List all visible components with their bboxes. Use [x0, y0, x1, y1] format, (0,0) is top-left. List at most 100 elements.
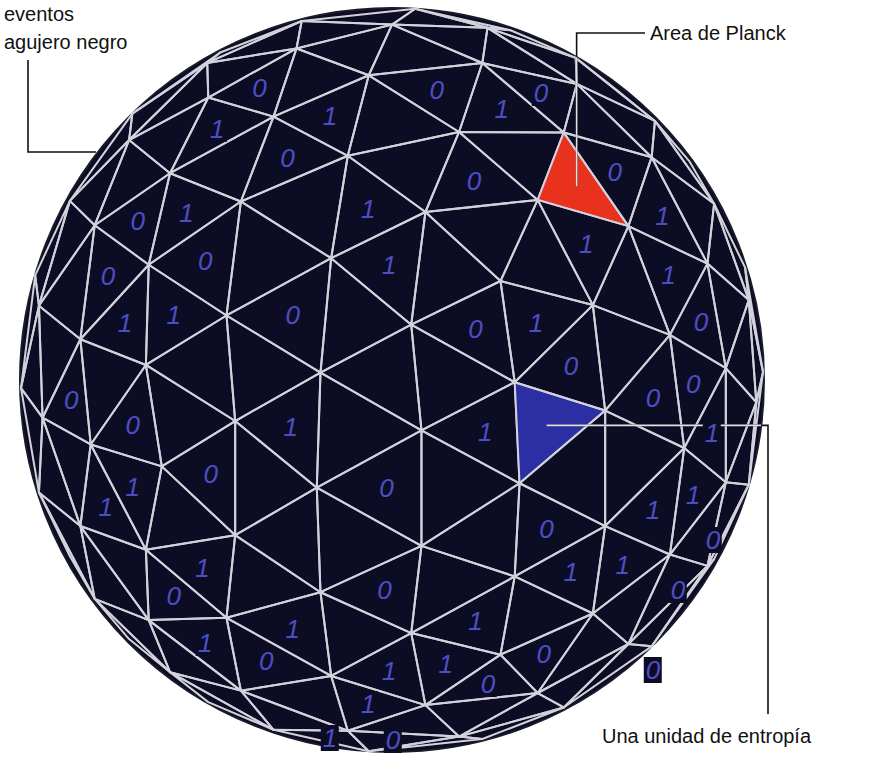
bit-digit: 0	[644, 657, 662, 683]
bit-digit: 0	[99, 263, 117, 289]
mesh-triangle	[43, 339, 91, 444]
mesh-triangle	[21, 275, 39, 388]
bit-digit: 0	[466, 316, 484, 342]
bit-digit: 1	[703, 420, 721, 446]
mesh-triangle	[538, 200, 629, 305]
bit-digit: 1	[359, 691, 377, 717]
mesh-triangle	[317, 488, 422, 593]
mesh-triangle	[39, 492, 95, 598]
bit-digit: 0	[278, 145, 296, 171]
bit-digit: 0	[562, 353, 580, 379]
bit-digit: 0	[532, 80, 550, 106]
mesh-triangle	[297, 21, 392, 48]
bit-digit: 1	[193, 555, 211, 581]
mesh-triangle	[320, 325, 421, 431]
leader-line	[577, 33, 645, 186]
mesh-triangle	[628, 555, 707, 644]
mesh-triangle	[149, 618, 241, 691]
bit-digit: 0	[377, 475, 395, 501]
mesh-triangle	[425, 200, 537, 281]
mesh-triangle	[714, 204, 749, 300]
mesh-triangle	[80, 339, 146, 444]
mesh-triangle	[501, 281, 593, 382]
mesh-triangle	[235, 488, 320, 593]
mesh-triangle	[421, 382, 519, 483]
sphere-body	[20, 8, 764, 752]
bit-digit: 1	[527, 310, 545, 336]
mesh-triangle	[745, 268, 763, 372]
mesh-triangle	[317, 373, 422, 488]
mesh-triangle	[605, 335, 684, 448]
mesh-triangle	[317, 430, 422, 545]
mesh-triangle	[655, 121, 714, 204]
bit-digit: 0	[164, 583, 182, 609]
mesh-triangle	[411, 281, 514, 382]
bit-digit: 0	[384, 727, 402, 753]
mesh-triangle	[149, 173, 241, 264]
mesh-triangle	[226, 592, 331, 676]
bit-digit: 1	[116, 310, 134, 336]
mesh-triangle	[226, 258, 331, 372]
mesh-triangle	[274, 75, 369, 155]
mesh-triangle	[515, 483, 605, 576]
mesh-triangle	[146, 315, 235, 421]
bit-digit: 1	[282, 414, 300, 440]
mesh-triangle	[43, 418, 91, 526]
leader-line	[28, 60, 96, 152]
leader-line	[546, 425, 768, 714]
mesh-triangle	[80, 444, 146, 549]
bit-digit: 0	[375, 577, 393, 603]
mesh-triangle	[226, 315, 320, 421]
leader-line	[28, 60, 96, 152]
mesh-triangle	[670, 335, 726, 448]
mesh-triangle	[415, 9, 510, 30]
mesh-grid	[21, 9, 763, 752]
mesh-triangle	[235, 421, 317, 535]
mesh-triangle	[707, 204, 748, 300]
bit-digit: 1	[436, 651, 454, 677]
mesh-triangle	[80, 225, 148, 339]
bit-digit: 0	[692, 309, 710, 335]
bit-digit: 1	[562, 559, 580, 585]
leader-lines	[28, 33, 768, 714]
leader-line	[546, 425, 768, 714]
bit-digit: 1	[177, 200, 195, 226]
bit-digit: 1	[164, 302, 182, 328]
mesh-triangle	[411, 325, 514, 431]
mesh-triangle	[146, 265, 227, 365]
mesh-triangle	[129, 63, 207, 140]
mesh-triangle	[707, 482, 748, 566]
bit-digit: 1	[359, 196, 377, 222]
bit-digit: 0	[196, 248, 214, 274]
mesh-triangle	[39, 492, 95, 598]
callout-label: Area de Planck	[650, 19, 786, 47]
bit-digit: 1	[208, 116, 226, 142]
mesh-triangle	[369, 25, 483, 76]
mesh-triangle	[302, 9, 416, 25]
mesh-triangle	[95, 599, 170, 672]
bit-digit: 1	[492, 96, 510, 122]
bit-digit: 0	[669, 577, 687, 603]
bit-digit: 0	[465, 168, 483, 194]
mesh-triangle	[208, 48, 296, 116]
bit-digit: 0	[644, 385, 662, 411]
mesh-triangle	[129, 98, 208, 174]
mesh-triangle	[411, 633, 500, 705]
mesh-triangle	[421, 430, 519, 545]
mesh-triangle	[162, 421, 235, 535]
bit-digit: 0	[704, 527, 722, 553]
bit-digit: 0	[283, 302, 301, 328]
mesh-triangle	[425, 132, 537, 212]
mesh-triangle	[459, 63, 564, 132]
callout-label: eventos agujero negro	[4, 0, 144, 56]
mesh-triangle	[411, 546, 514, 633]
mesh-triangle	[207, 21, 301, 63]
bit-digit: 1	[577, 231, 595, 257]
mesh-triangle	[226, 202, 331, 316]
mesh-triangle	[170, 672, 273, 730]
mesh-triangle	[170, 672, 273, 730]
bit-digit: 1	[476, 419, 494, 445]
bit-digit: 0	[479, 671, 497, 697]
mesh-triangle	[459, 707, 564, 739]
